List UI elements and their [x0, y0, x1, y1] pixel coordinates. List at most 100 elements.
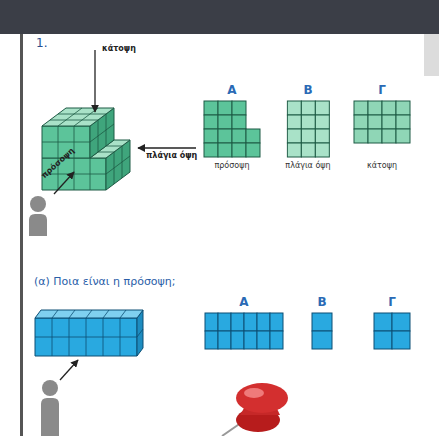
- cube-stack: [42, 108, 130, 190]
- option-letter: Α: [227, 84, 236, 97]
- view-grid: [286, 100, 330, 158]
- grid-cell: [301, 115, 315, 129]
- grid-line: [52, 310, 58, 318]
- option-letter: Α: [239, 296, 248, 309]
- question-text: (α) Ποια είναι η πρόσοψη;: [34, 276, 176, 288]
- view-grid: [203, 100, 261, 158]
- top-bar: [0, 0, 439, 34]
- grid-cell: [312, 313, 332, 331]
- option-letter: Β: [303, 84, 312, 97]
- grid-cell: [232, 129, 246, 143]
- view-grid: [373, 312, 411, 350]
- grid-line: [69, 310, 75, 318]
- grid-cell: [301, 101, 315, 115]
- blue-box: [35, 310, 143, 356]
- person-figure: [29, 196, 47, 236]
- grid-cell: [374, 313, 392, 331]
- grid-cell: [232, 115, 246, 129]
- grid-cell: [312, 331, 332, 349]
- option-letter: Γ: [388, 296, 396, 309]
- grid-cell: [218, 313, 231, 331]
- grid-line: [50, 120, 98, 121]
- left-edge: [20, 34, 23, 436]
- grid-line: [103, 310, 109, 318]
- grid-cell: [218, 331, 231, 349]
- view-option: Β: [311, 296, 333, 350]
- grid-cell: [301, 129, 315, 143]
- grid-line: [120, 310, 126, 318]
- grid-cell: [354, 115, 368, 129]
- grid-cell: [246, 143, 260, 157]
- view-grid: [204, 312, 284, 350]
- grid-cell: [301, 143, 315, 157]
- view-caption: πρόσοψη: [214, 162, 249, 171]
- grid-cell: [257, 331, 270, 349]
- view-arrow: [54, 172, 74, 194]
- grid-cell: [368, 115, 382, 129]
- grid-cell: [204, 129, 218, 143]
- grid-line: [58, 114, 106, 115]
- grid-cell: [231, 331, 244, 349]
- grid-cell: [270, 331, 283, 349]
- grid-cell: [392, 331, 410, 349]
- grid-line: [98, 152, 114, 153]
- grid-cell: [244, 313, 257, 331]
- grid-line: [86, 310, 92, 318]
- view-label: πλάγια όψη: [146, 152, 197, 161]
- grid-cell: [270, 313, 283, 331]
- view-label: κάτοψη: [102, 45, 136, 54]
- option-letter: Γ: [378, 84, 386, 97]
- top-face: [35, 310, 143, 318]
- grid-cell: [218, 129, 232, 143]
- grid-cell: [204, 101, 218, 115]
- grid-line: [106, 156, 130, 174]
- grid-cell: [396, 129, 410, 143]
- grid-cell: [218, 115, 232, 129]
- grid-cell: [315, 129, 329, 143]
- grid-cell: [315, 143, 329, 157]
- grid-cell: [231, 313, 244, 331]
- grid-line: [58, 108, 82, 126]
- view-option: Α: [204, 296, 284, 350]
- grid-line: [42, 142, 90, 143]
- grid-line: [137, 329, 143, 337]
- grid-cell: [205, 331, 218, 349]
- grid-line: [35, 337, 137, 338]
- grid-line: [90, 124, 114, 142]
- grid-cell: [232, 101, 246, 115]
- view-option: Βπλάγια όψη: [285, 84, 330, 171]
- view-option: Απρόσοψη: [203, 84, 261, 171]
- view-option: Γ: [373, 296, 411, 350]
- grid-cell: [374, 331, 392, 349]
- view-arrow: [138, 147, 196, 148]
- view-caption: πλάγια όψη: [285, 162, 330, 171]
- grid-cell: [218, 101, 232, 115]
- grid-cell: [204, 143, 218, 157]
- grid-cell: [392, 313, 410, 331]
- pushpin: [222, 383, 288, 436]
- grid-cell: [287, 129, 301, 143]
- view-arrow: [94, 50, 95, 112]
- view-option: Γκάτοψη: [353, 84, 411, 171]
- option-letter: Β: [317, 296, 326, 309]
- grid-cell: [246, 129, 260, 143]
- view-caption: κάτοψη: [367, 162, 397, 171]
- person-figure: [41, 380, 59, 436]
- grid-cell: [368, 129, 382, 143]
- grid-cell: [382, 101, 396, 115]
- grid-cell: [368, 101, 382, 115]
- grid-cell: [315, 101, 329, 115]
- grid-cell: [382, 115, 396, 129]
- view-grid: [353, 100, 411, 158]
- grid-cell: [244, 331, 257, 349]
- grid-cell: [315, 115, 329, 129]
- view-grid: [311, 312, 333, 350]
- grid-cell: [354, 129, 368, 143]
- grid-cell: [205, 313, 218, 331]
- grid-cell: [204, 115, 218, 129]
- grid-cell: [287, 143, 301, 157]
- grid-cell: [354, 101, 368, 115]
- grid-line: [106, 146, 122, 147]
